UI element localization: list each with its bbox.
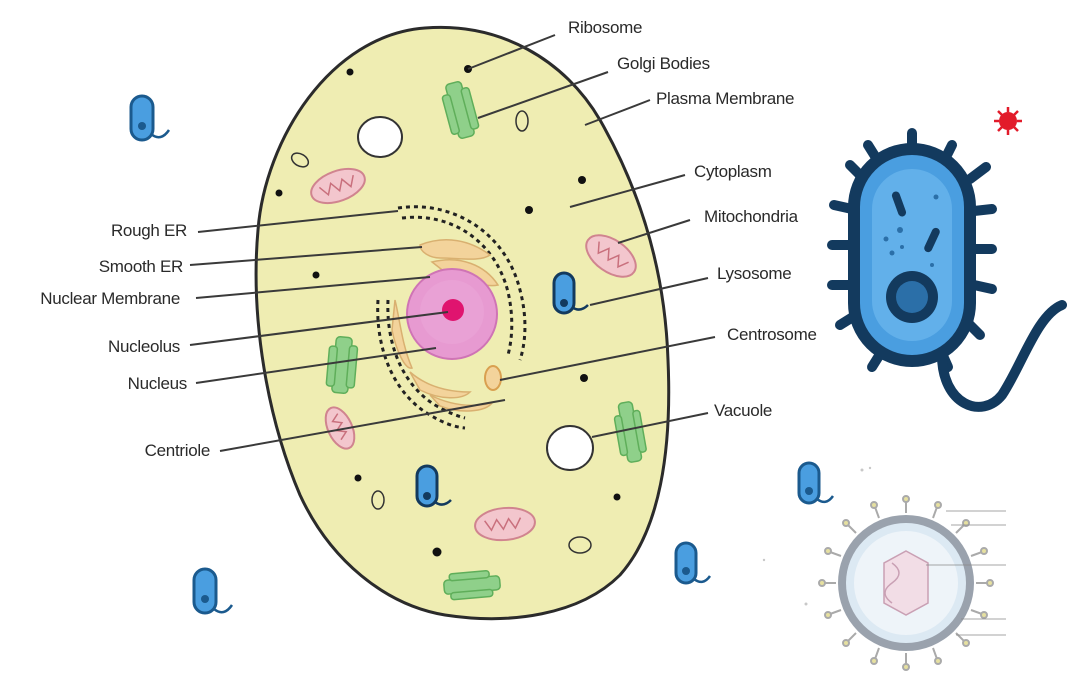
label-nucleus: Nucleus — [128, 374, 187, 393]
centrosome — [485, 366, 501, 390]
label-nucleolus: Nucleolus — [108, 337, 180, 356]
label-centrosome: Centrosome — [727, 325, 817, 344]
label-ribosome: Ribosome — [568, 18, 642, 37]
label-plasma-membrane: Plasma Membrane — [656, 89, 794, 108]
large-bacterium-icon — [832, 133, 1062, 407]
label-vacuole: Vacuole — [714, 401, 772, 420]
nucleolus — [442, 299, 464, 321]
label-golgi-bodies: Golgi Bodies — [617, 54, 710, 73]
virus-icon — [994, 107, 1022, 135]
label-lysosome: Lysosome — [717, 264, 791, 283]
vacuole-top — [358, 117, 402, 157]
label-cytoplasm: Cytoplasm — [694, 162, 772, 181]
label-smooth-er: Smooth ER — [99, 257, 183, 276]
virus-diagram-icon — [819, 496, 1006, 670]
label-mitochondria: Mitochondria — [704, 207, 799, 226]
label-rough-er: Rough ER — [111, 221, 187, 240]
bacterium-icon — [799, 463, 833, 503]
vacuole — [547, 426, 593, 470]
label-nuclear-membrane: Nuclear Membrane — [40, 289, 180, 308]
label-centriole: Centriole — [145, 441, 210, 460]
bacterium-icon — [194, 569, 232, 613]
bacterium-icon — [676, 543, 710, 583]
bacterium-icon — [131, 96, 169, 140]
